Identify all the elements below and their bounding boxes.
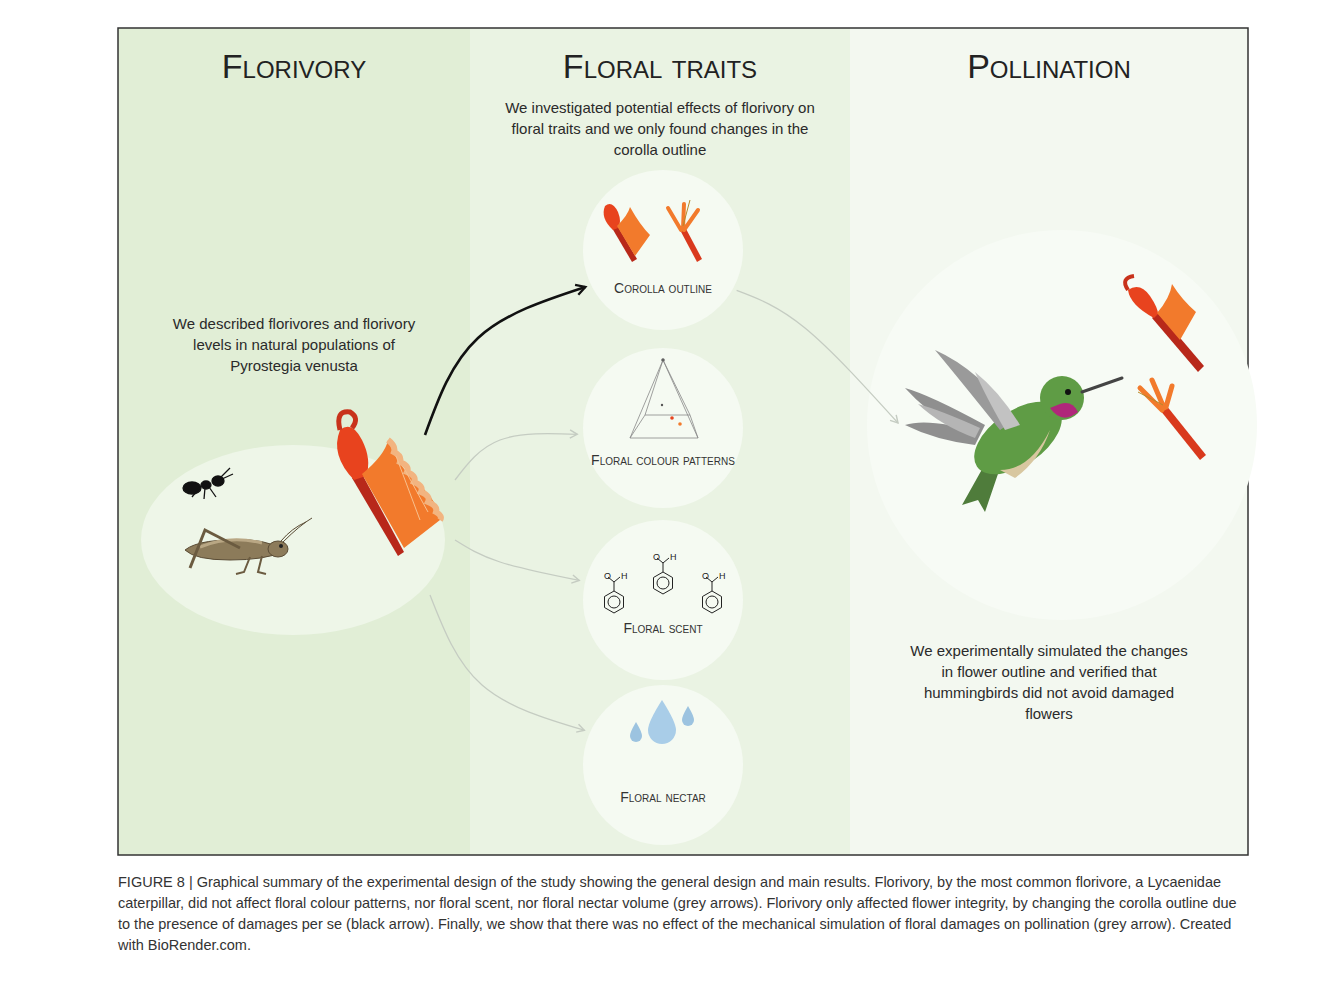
florivory-circle: [141, 445, 445, 635]
column-note: We investigated potential effects of flo…: [500, 97, 820, 160]
atom-symbol: H: [621, 571, 628, 581]
column-note: We experimentally simulated the changes …: [909, 640, 1189, 724]
nectar-drops: [630, 700, 694, 744]
column-band: Floral traits We investigated potential e…: [470, 28, 850, 855]
column-heading: Floral traits: [470, 48, 850, 85]
atom-symbol: O: [702, 571, 709, 581]
trait-circle: Floral nectar: [583, 685, 743, 845]
trait-label: Corolla outline: [587, 280, 739, 297]
column-band: Pollination We experimentally simulated t…: [850, 28, 1248, 855]
trait-circle: Floral scent: [583, 520, 743, 680]
trait-label: Floral scent: [587, 620, 739, 637]
atom-symbol: H: [719, 571, 726, 581]
effect-arrow: [425, 287, 585, 435]
trait-circle: Floral colour patterns: [583, 348, 743, 508]
no-effect-arrow: [737, 290, 898, 423]
no-effect-arrow: [455, 540, 579, 580]
trait-circle: Corolla outline: [583, 170, 743, 330]
trait-label: Floral colour patterns: [587, 452, 739, 469]
column-band: Florivory We described florivores and flo…: [118, 28, 470, 855]
pollination-flowers: [1125, 276, 1206, 460]
no-effect-arrow: [430, 595, 584, 730]
column-heading: Florivory: [118, 48, 470, 85]
atom-symbol: O: [653, 552, 660, 562]
column-heading: Pollination: [850, 48, 1248, 85]
damaged-flower: [337, 412, 441, 556]
pollination-circle: [867, 230, 1257, 620]
frame: [118, 28, 1248, 855]
trait-label: Floral nectar: [587, 789, 739, 806]
grasshopper-icon: [185, 518, 312, 574]
atom-symbol: H: [670, 552, 677, 562]
benzaldehyde-structures: [605, 558, 722, 613]
column-note: We described florivores and florivory le…: [159, 313, 429, 376]
colour-space-plot: [630, 359, 698, 439]
hummingbird: [905, 350, 1122, 512]
figure-caption: FIGURE 8 | Graphical summary of the expe…: [118, 872, 1248, 956]
corolla-flowers: [604, 200, 702, 262]
ant-icon: [183, 468, 233, 499]
atom-symbol: O: [604, 571, 611, 581]
no-effect-arrow: [455, 434, 577, 480]
